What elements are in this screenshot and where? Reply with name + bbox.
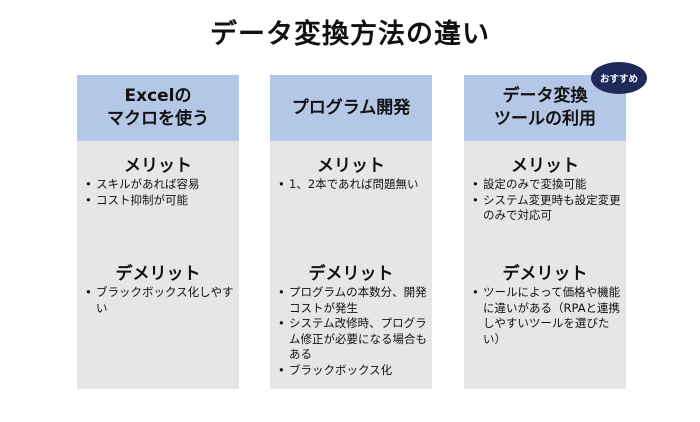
merit-list: スキルがあれば容易 コスト抑制が可能 [85, 177, 235, 208]
card-header-line2: ツールの利用 [494, 109, 596, 129]
demerit-item: ブラックボックス化 [278, 363, 428, 379]
merit-item: スキルがあれば容易 [85, 177, 235, 193]
demerit-item: ブラックボックス化しやすい [85, 285, 235, 316]
merit-item: コスト抑制が可能 [85, 193, 235, 209]
recommended-badge: おすすめ [591, 62, 647, 94]
merit-heading: メリット [317, 156, 385, 176]
card-header: プログラム開発 [270, 75, 432, 141]
demerit-heading: デメリット [308, 264, 394, 284]
demerit-list: ツールによって価格や機能に違いがある（RPAと連携しやすいツールを選びたい） [472, 285, 622, 347]
demerit-list: プログラムの本数分、開発コストが発生 システム改修時、プログラム修正が必要になる… [278, 285, 428, 378]
demerit-item: ツールによって価格や機能に違いがある（RPAと連携しやすいツールを選びたい） [472, 285, 622, 347]
merit-heading: メリット [124, 156, 192, 176]
merit-item: 1、2本であれば問題無い [278, 177, 428, 193]
card-header: Excelの マクロを使う [77, 75, 239, 141]
card-header-line1: プログラム開発 [291, 97, 411, 118]
card-header-line1: データ変換 [502, 86, 588, 106]
merit-heading: メリット [511, 156, 579, 176]
method-card-excel-macro: Excelの マクロを使う メリット スキルがあれば容易 コスト抑制が可能 デメ… [77, 75, 239, 389]
method-card-program-development: プログラム開発 メリット 1、2本であれば問題無い デメリット プログラムの本数… [270, 75, 432, 389]
merit-item: 設定のみで変換可能 [472, 177, 622, 193]
demerit-item: プログラムの本数分、開発コストが発生 [278, 285, 428, 316]
merit-list: 1、2本であれば問題無い [278, 177, 428, 193]
merit-list: 設定のみで変換可能 システム変更時も設定変更のみで対応可 [472, 177, 622, 224]
card-body: メリット 設定のみで変換可能 システム変更時も設定変更のみで対応可 デメリット … [464, 141, 626, 389]
card-header-line2: マクロを使う [107, 109, 209, 129]
method-card-conversion-tool: データ変換 ツールの利用 メリット 設定のみで変換可能 システム変更時も設定変更… [464, 75, 626, 389]
card-body: メリット スキルがあれば容易 コスト抑制が可能 デメリット ブラックボックス化し… [77, 141, 239, 389]
demerit-list: ブラックボックス化しやすい [85, 285, 235, 316]
demerit-heading: デメリット [115, 264, 201, 284]
card-header-line1: Excelの [124, 86, 192, 106]
demerit-item: システム改修時、プログラム修正が必要になる場合もある [278, 316, 428, 363]
demerit-heading: デメリット [502, 264, 588, 284]
card-body: メリット 1、2本であれば問題無い デメリット プログラムの本数分、開発コストが… [270, 141, 432, 389]
page-title: データ変換方法の違い [210, 19, 490, 50]
merit-item: システム変更時も設定変更のみで対応可 [472, 193, 622, 224]
